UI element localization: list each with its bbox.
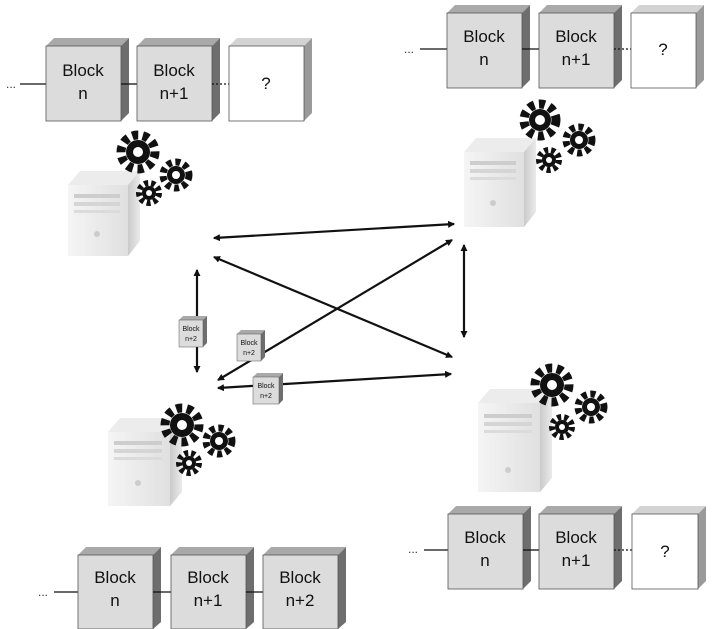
svg-text:n: n xyxy=(480,551,489,570)
block-unknown: ? xyxy=(630,5,704,89)
svg-text:Block: Block xyxy=(464,528,506,547)
svg-text:n+1: n+1 xyxy=(562,551,591,570)
svg-text:n: n xyxy=(78,84,87,103)
server-node-bottom-right xyxy=(478,363,608,492)
svg-text:?: ? xyxy=(261,74,270,93)
svg-text:n+2: n+2 xyxy=(185,336,197,343)
svg-text:Block: Block xyxy=(463,27,505,46)
svg-text:Block: Block xyxy=(240,340,258,347)
chain-ellipsis: ... xyxy=(38,585,48,599)
svg-text:n+1: n+1 xyxy=(194,591,223,610)
message-block: Block n+2 xyxy=(236,330,265,362)
svg-text:Block: Block xyxy=(153,61,195,80)
svg-text:?: ? xyxy=(658,40,667,59)
message-block: Block n+2 xyxy=(252,373,283,405)
svg-text:Block: Block xyxy=(279,568,321,587)
svg-text:n+2: n+2 xyxy=(243,350,255,357)
block-n-plus-1: Block n+1 xyxy=(538,506,622,590)
svg-text:n: n xyxy=(479,50,488,69)
block-n-plus-1: Block n+1 xyxy=(170,547,254,629)
chain-ellipsis: ... xyxy=(6,77,16,91)
double-arrow-icon xyxy=(212,220,456,242)
block-n-plus-2: Block n+2 xyxy=(262,547,346,629)
block-n: Block n xyxy=(45,38,129,122)
chain-top-left: ... Block n Block n+1 ? xyxy=(6,38,312,122)
gears-icon xyxy=(160,403,236,476)
server-icon xyxy=(478,389,552,492)
server-icon xyxy=(464,138,536,227)
svg-text:Block: Block xyxy=(182,326,200,333)
chain-bottom-left: ... Block n Block n+1 Block n+2 xyxy=(38,547,346,629)
svg-text:Block: Block xyxy=(257,383,275,390)
svg-text:n+2: n+2 xyxy=(260,393,272,400)
svg-text:n+1: n+1 xyxy=(562,50,591,69)
server-node-top-right xyxy=(464,99,596,227)
chain-ellipsis: ... xyxy=(404,42,414,56)
svg-text:n: n xyxy=(110,591,119,610)
chain-top-right: ... Block n Block n+1 ? xyxy=(404,5,704,89)
block-n-plus-1: Block n+1 xyxy=(136,38,220,122)
server-icon xyxy=(68,171,140,256)
message-block: Block n+2 xyxy=(178,316,207,348)
block-n: Block n xyxy=(447,506,531,590)
server-node-bottom-left xyxy=(108,403,236,506)
server-node-top-left xyxy=(68,130,193,256)
server-icon xyxy=(108,418,182,506)
svg-text:Block: Block xyxy=(94,568,136,587)
svg-text:n+2: n+2 xyxy=(286,591,315,610)
chain-bottom-right: ... Block n Block n+1 ? xyxy=(408,506,706,590)
gears-icon xyxy=(116,130,193,206)
svg-text:Block: Block xyxy=(555,528,597,547)
svg-text:Block: Block xyxy=(62,61,104,80)
svg-text:Block: Block xyxy=(187,568,229,587)
svg-text:?: ? xyxy=(660,542,669,561)
svg-text:Block: Block xyxy=(555,27,597,46)
block-n: Block n xyxy=(446,5,530,89)
gears-icon xyxy=(519,99,596,173)
block-unknown: ? xyxy=(631,506,706,590)
chain-ellipsis: ... xyxy=(408,542,418,556)
block-n-plus-1: Block n+1 xyxy=(538,5,622,89)
block-n: Block n xyxy=(77,547,161,629)
svg-text:n+1: n+1 xyxy=(160,84,189,103)
gears-icon xyxy=(530,363,608,440)
block-unknown: ? xyxy=(228,38,312,122)
